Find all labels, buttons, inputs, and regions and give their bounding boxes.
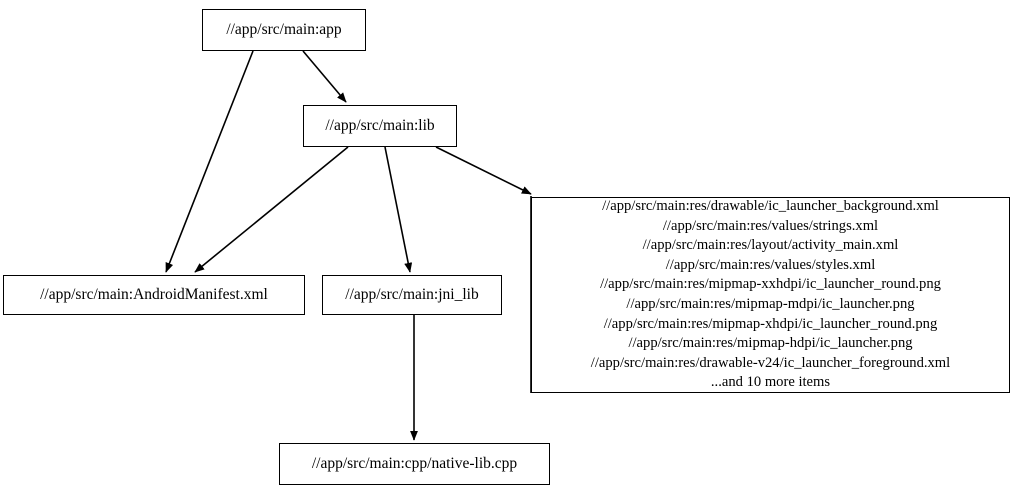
edge-app-to-lib xyxy=(302,50,347,103)
graph-node-jni-lib-label: //app/src/main:jni_lib xyxy=(345,286,479,304)
edge-lib-to-res xyxy=(435,146,532,195)
graph-node-android-manifest[interactable]: //app/src/main:AndroidManifest.xml xyxy=(3,275,305,315)
graph-node-res-collection-label: //app/src/main:res/drawable/ic_launcher_… xyxy=(590,198,951,391)
edge-app-to-manifest xyxy=(165,50,254,273)
graph-node-app[interactable]: //app/src/main:app xyxy=(202,9,366,51)
graph-node-android-manifest-label: //app/src/main:AndroidManifest.xml xyxy=(40,286,268,304)
graph-node-jni-lib[interactable]: //app/src/main:jni_lib xyxy=(322,275,502,315)
edge-lib-to-jni-lib xyxy=(384,146,413,273)
graph-node-native-lib-cpp-label: //app/src/main:cpp/native-lib.cpp xyxy=(311,455,518,473)
graph-node-lib[interactable]: //app/src/main:lib xyxy=(303,105,457,147)
graph-node-native-lib-cpp[interactable]: //app/src/main:cpp/native-lib.cpp xyxy=(279,443,550,485)
edge-lib-to-manifest xyxy=(194,146,349,273)
graph-node-res-collection[interactable]: //app/src/main:res/drawable/ic_launcher_… xyxy=(531,197,1010,393)
graph-node-app-label: //app/src/main:app xyxy=(226,21,342,39)
graph-node-lib-label: //app/src/main:lib xyxy=(325,117,435,135)
